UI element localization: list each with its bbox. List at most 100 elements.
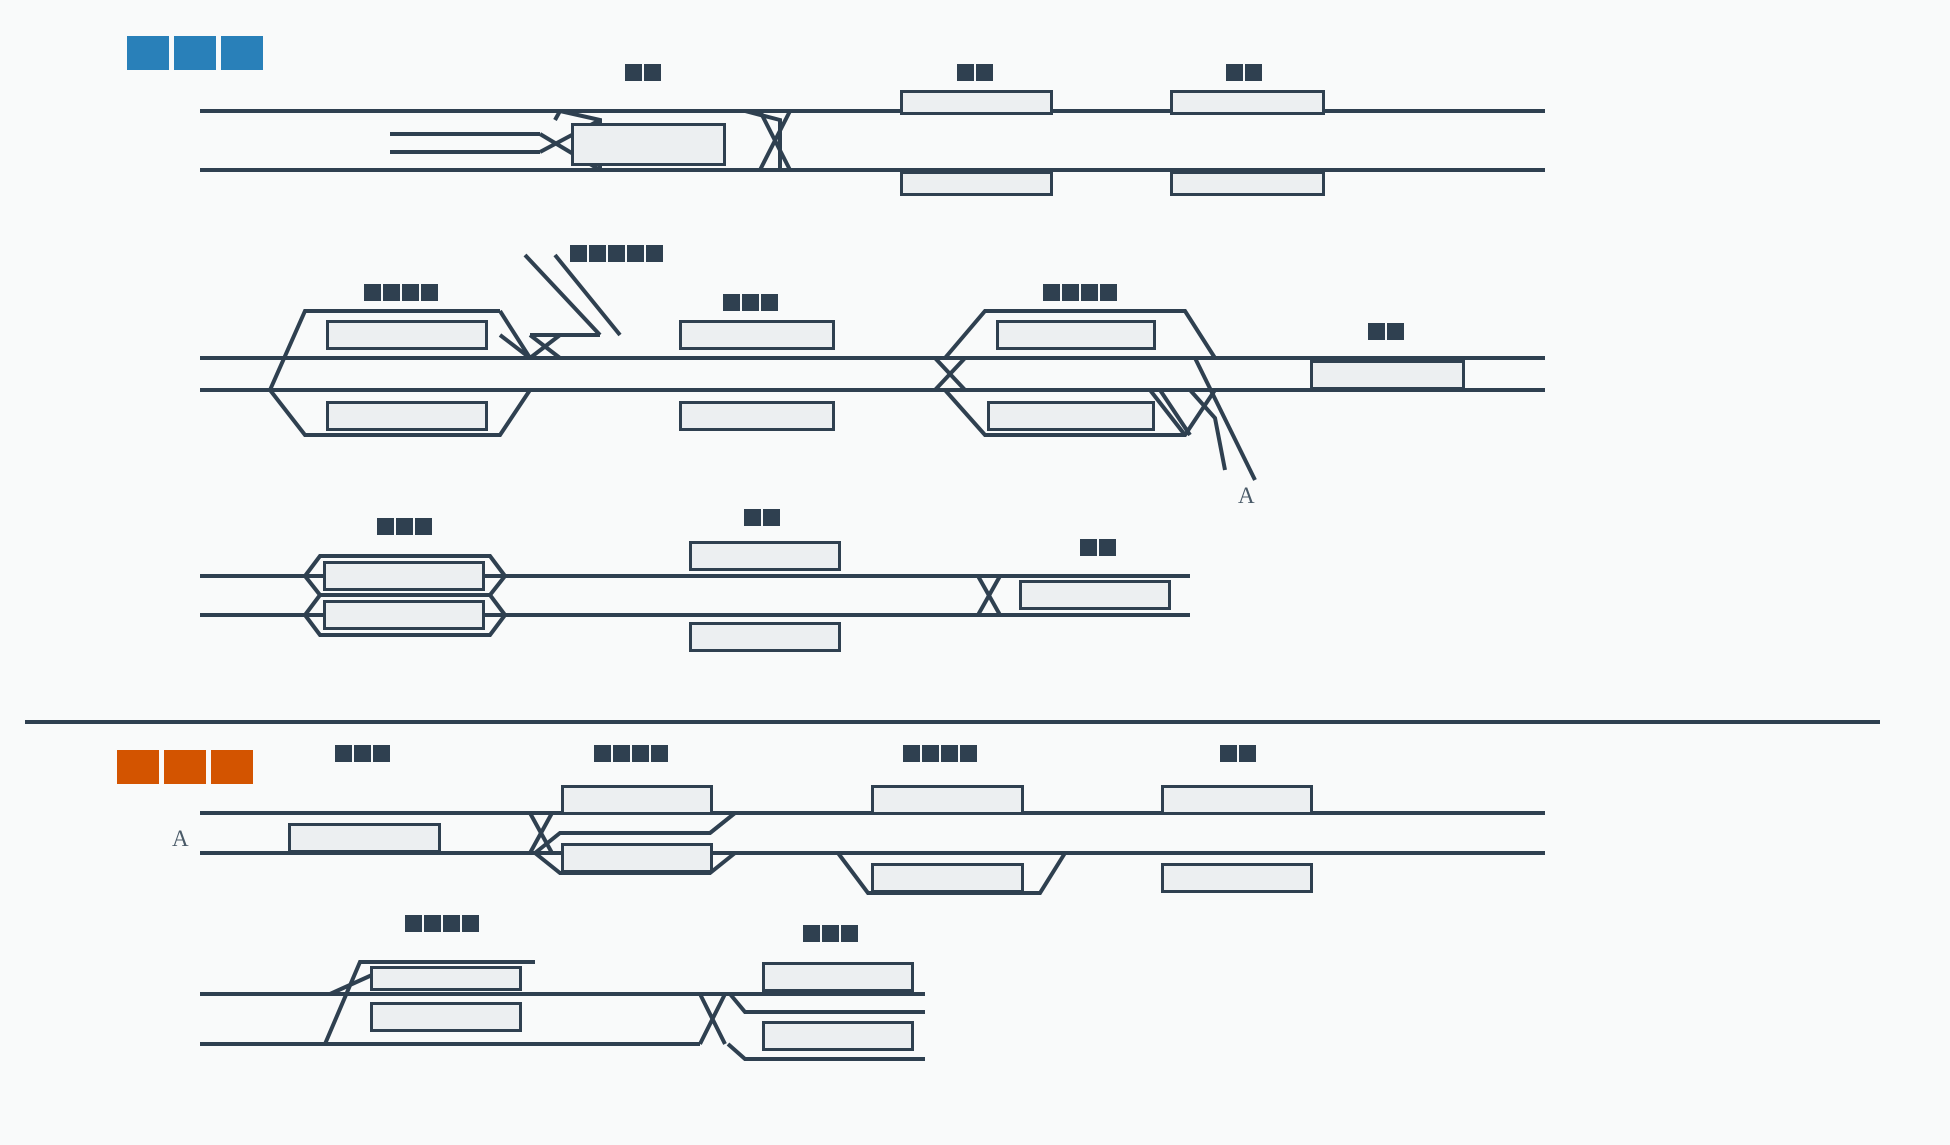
node-box[interactable] bbox=[1019, 580, 1171, 610]
redaction-block bbox=[377, 518, 394, 535]
redaction-block bbox=[383, 284, 400, 301]
redaction-block bbox=[803, 925, 820, 942]
redaction-block bbox=[822, 925, 839, 942]
redaction-block bbox=[608, 245, 625, 262]
redaction-block bbox=[354, 745, 371, 762]
node-box[interactable] bbox=[370, 966, 522, 991]
redaction-block bbox=[594, 745, 611, 762]
redacted-label bbox=[377, 518, 432, 535]
track-segment-upper-band-2-7 bbox=[528, 333, 562, 360]
redaction-block bbox=[421, 284, 438, 301]
redaction-block bbox=[1081, 284, 1098, 301]
redacted-label bbox=[594, 745, 668, 762]
redaction-block bbox=[373, 745, 390, 762]
track-segment-upper-band-2-18 bbox=[1188, 388, 1227, 471]
redaction-block bbox=[957, 64, 974, 81]
node-box[interactable] bbox=[689, 541, 841, 571]
redaction-block bbox=[613, 745, 630, 762]
node-box[interactable] bbox=[871, 863, 1024, 893]
node-box[interactable] bbox=[1170, 171, 1325, 196]
redacted-label bbox=[570, 245, 663, 262]
redaction-block bbox=[462, 915, 479, 932]
node-box[interactable] bbox=[1161, 785, 1313, 815]
track-segment-upper-band-3-3 bbox=[303, 613, 507, 637]
track-segment-upper-band-3-2 bbox=[303, 554, 507, 578]
upper-section-legend[interactable] bbox=[127, 36, 263, 70]
node-box[interactable] bbox=[762, 962, 914, 992]
redacted-label bbox=[1226, 64, 1262, 81]
node-box[interactable] bbox=[679, 320, 835, 350]
track-segment-upper-band-2-4 bbox=[498, 333, 532, 360]
redaction-block bbox=[742, 294, 759, 311]
redaction-block bbox=[1226, 64, 1243, 81]
legend-swatch bbox=[164, 750, 206, 784]
node-box[interactable] bbox=[900, 171, 1053, 196]
track-segment-lower-band-2-7 bbox=[726, 1042, 925, 1061]
redacted-label bbox=[1220, 745, 1256, 762]
redaction-block bbox=[1245, 64, 1262, 81]
redacted-label bbox=[744, 509, 780, 526]
node-box[interactable] bbox=[1310, 360, 1465, 390]
redaction-block bbox=[651, 745, 668, 762]
redaction-block bbox=[570, 245, 587, 262]
redacted-label bbox=[957, 64, 993, 81]
track-segment-upper-band-2-2 bbox=[268, 309, 500, 391]
node-box[interactable] bbox=[288, 823, 441, 853]
redacted-label bbox=[1043, 284, 1117, 301]
node-box[interactable] bbox=[996, 320, 1156, 350]
redaction-block bbox=[589, 245, 606, 262]
node-box[interactable] bbox=[762, 1021, 914, 1051]
track-segment-upper-band-2-12 bbox=[943, 388, 1217, 437]
node-box[interactable] bbox=[561, 785, 713, 815]
track-segment-lower-band-1-7 bbox=[836, 851, 1067, 895]
redaction-block bbox=[1100, 284, 1117, 301]
node-box[interactable] bbox=[987, 401, 1155, 431]
redaction-block bbox=[1099, 539, 1116, 556]
redaction-block bbox=[744, 509, 761, 526]
redacted-label bbox=[335, 745, 390, 762]
redacted-label bbox=[405, 915, 479, 932]
node-box[interactable] bbox=[571, 123, 726, 166]
node-box[interactable] bbox=[326, 320, 488, 350]
node-box[interactable] bbox=[689, 622, 841, 652]
track-segment-upper-band-3-5 bbox=[303, 593, 322, 617]
connector-marker-a-lower: A bbox=[172, 826, 189, 851]
node-box[interactable] bbox=[1170, 90, 1325, 115]
redaction-block bbox=[627, 245, 644, 262]
redaction-block bbox=[405, 915, 422, 932]
redaction-block bbox=[763, 509, 780, 526]
track-segment-upper-band-2-15 bbox=[1148, 388, 1187, 437]
track-segment-lower-band-1-6 bbox=[708, 811, 737, 835]
node-box[interactable] bbox=[1161, 863, 1313, 893]
redaction-block bbox=[1239, 745, 1256, 762]
redaction-block bbox=[646, 245, 663, 262]
redacted-label bbox=[803, 925, 858, 942]
node-box[interactable] bbox=[900, 90, 1053, 115]
node-box[interactable] bbox=[561, 843, 713, 873]
redaction-block bbox=[1043, 284, 1060, 301]
node-box[interactable] bbox=[871, 785, 1024, 815]
node-box[interactable] bbox=[679, 401, 835, 431]
node-box[interactable] bbox=[323, 600, 485, 630]
redaction-block bbox=[1387, 323, 1404, 340]
track-segment-lower-band-1-5 bbox=[533, 851, 737, 875]
lower-section-legend[interactable] bbox=[117, 750, 253, 784]
node-box[interactable] bbox=[323, 561, 485, 591]
legend-swatch bbox=[117, 750, 159, 784]
redaction-block bbox=[335, 745, 352, 762]
redacted-label bbox=[1080, 539, 1116, 556]
redacted-label bbox=[364, 284, 438, 301]
node-box[interactable] bbox=[326, 401, 488, 431]
redaction-block bbox=[941, 745, 958, 762]
redaction-block bbox=[644, 64, 661, 81]
track-segment-upper-band-2-5 bbox=[268, 388, 532, 437]
track-segment-upper-band-3-6 bbox=[488, 593, 507, 617]
redacted-label bbox=[625, 64, 661, 81]
track-segment-upper-band-3-8 bbox=[976, 575, 1002, 616]
redaction-block bbox=[723, 294, 740, 311]
redaction-block bbox=[396, 518, 413, 535]
track-segment-upper-band-1-10 bbox=[758, 110, 792, 171]
redaction-block bbox=[443, 915, 460, 932]
redaction-block bbox=[424, 915, 441, 932]
node-box[interactable] bbox=[370, 1002, 522, 1032]
